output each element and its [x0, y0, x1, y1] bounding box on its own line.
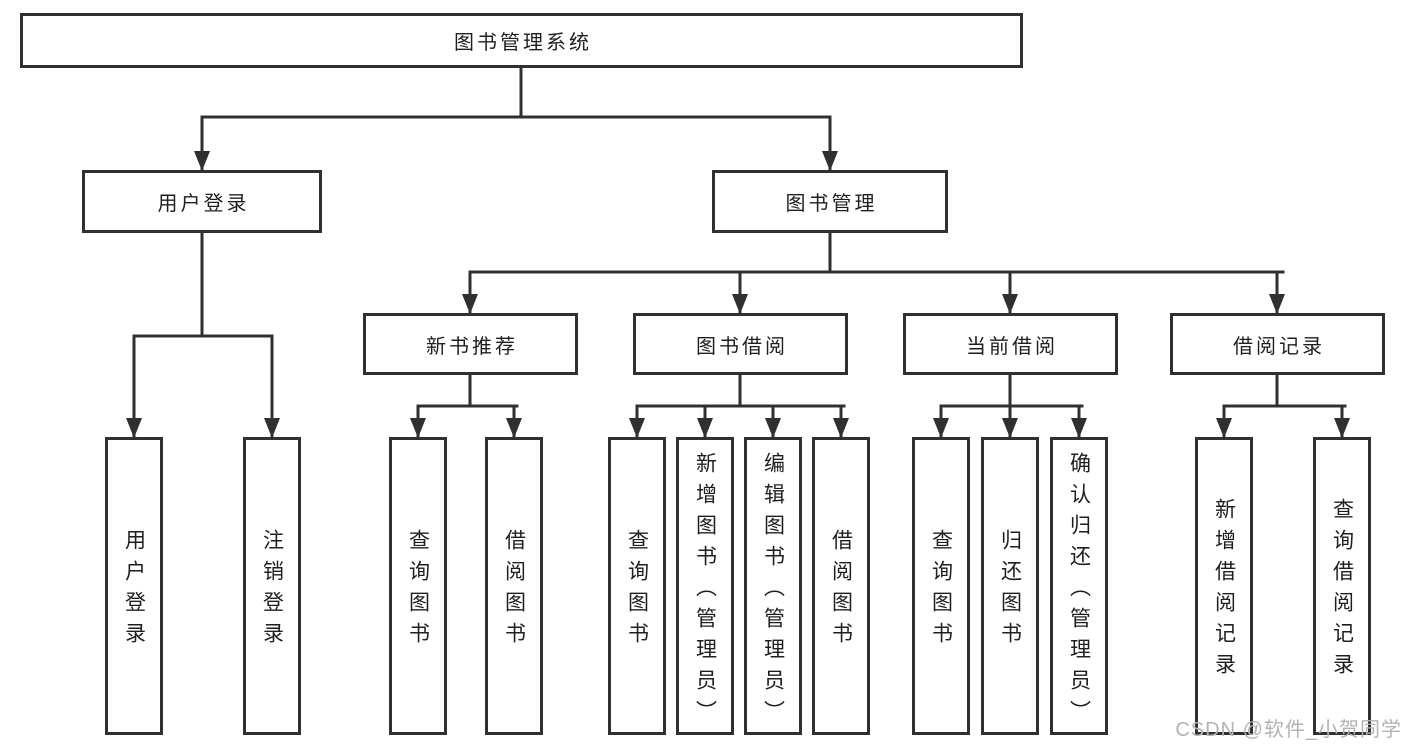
leaf-box-rec-query-record: 查询借阅记录: [1313, 437, 1371, 735]
leaf-label-bb-borrow-books: 借阅图书: [829, 529, 853, 653]
node-box-book-borrow: 图书借阅: [633, 313, 848, 375]
leaf-box-bb-borrow-books: 借阅图书: [812, 437, 870, 735]
node-label-user-login: 用户登录: [157, 193, 250, 215]
node-box-library-management-system: 图书管理系统: [20, 13, 1023, 68]
leaf-label-rec-add-record: 新增借阅记录: [1212, 498, 1236, 684]
leaf-box-nb-borrow-books: 借阅图书: [485, 437, 543, 735]
leaf-label-cb-confirm-return: 确认归还（管理员）: [1067, 451, 1091, 731]
leaf-label-bb-add-books: 新增图书（管理员）: [693, 451, 717, 731]
leaf-box-bb-query-books: 查询图书: [608, 437, 666, 735]
leaf-label-nb-query-books: 查询图书: [406, 529, 430, 653]
leaf-label-nb-borrow-books: 借阅图书: [502, 529, 526, 653]
node-label-book-borrow: 图书借阅: [696, 335, 788, 358]
leaf-box-cb-return-books: 归还图书: [981, 437, 1039, 735]
node-box-new-book-recommend: 新书推荐: [363, 313, 578, 375]
leaf-box-cb-confirm-return: 确认归还（管理员）: [1050, 437, 1108, 735]
node-box-book-management: 图书管理: [712, 170, 948, 233]
node-label-borrow-records: 借阅记录: [1233, 335, 1325, 358]
leaf-label-cb-query-books: 查询图书: [929, 529, 953, 653]
node-box-borrow-records: 借阅记录: [1170, 313, 1385, 375]
leaf-box-bb-edit-books: 编辑图书（管理员）: [744, 437, 802, 735]
leaf-label-logout: 注销登录: [260, 529, 284, 653]
leaf-box-rec-add-record: 新增借阅记录: [1195, 437, 1253, 735]
leaf-label-user-login: 用户登录: [122, 529, 146, 653]
node-label-new-book-recommend: 新书推荐: [426, 335, 518, 358]
leaf-label-cb-return-books: 归还图书: [998, 529, 1022, 653]
csdn-watermark: CSDN @软件_小贺同学: [1175, 719, 1402, 741]
leaf-box-bb-add-books: 新增图书（管理员）: [676, 437, 734, 735]
node-label-book-management: 图书管理: [785, 193, 878, 215]
leaf-label-bb-query-books: 查询图书: [625, 529, 649, 653]
node-box-user-login: 用户登录: [82, 170, 322, 233]
leaf-box-cb-query-books: 查询图书: [912, 437, 970, 735]
leaf-box-logout: 注销登录: [243, 437, 301, 735]
node-label-library-management-system: 图书管理系统: [454, 32, 592, 54]
node-label-current-borrow: 当前借阅: [966, 335, 1058, 358]
leaf-label-bb-edit-books: 编辑图书（管理员）: [761, 451, 785, 731]
node-box-current-borrow: 当前借阅: [903, 313, 1118, 375]
leaf-box-user-login: 用户登录: [105, 437, 163, 735]
leaf-box-nb-query-books: 查询图书: [389, 437, 447, 735]
leaf-label-rec-query-record: 查询借阅记录: [1330, 498, 1354, 684]
